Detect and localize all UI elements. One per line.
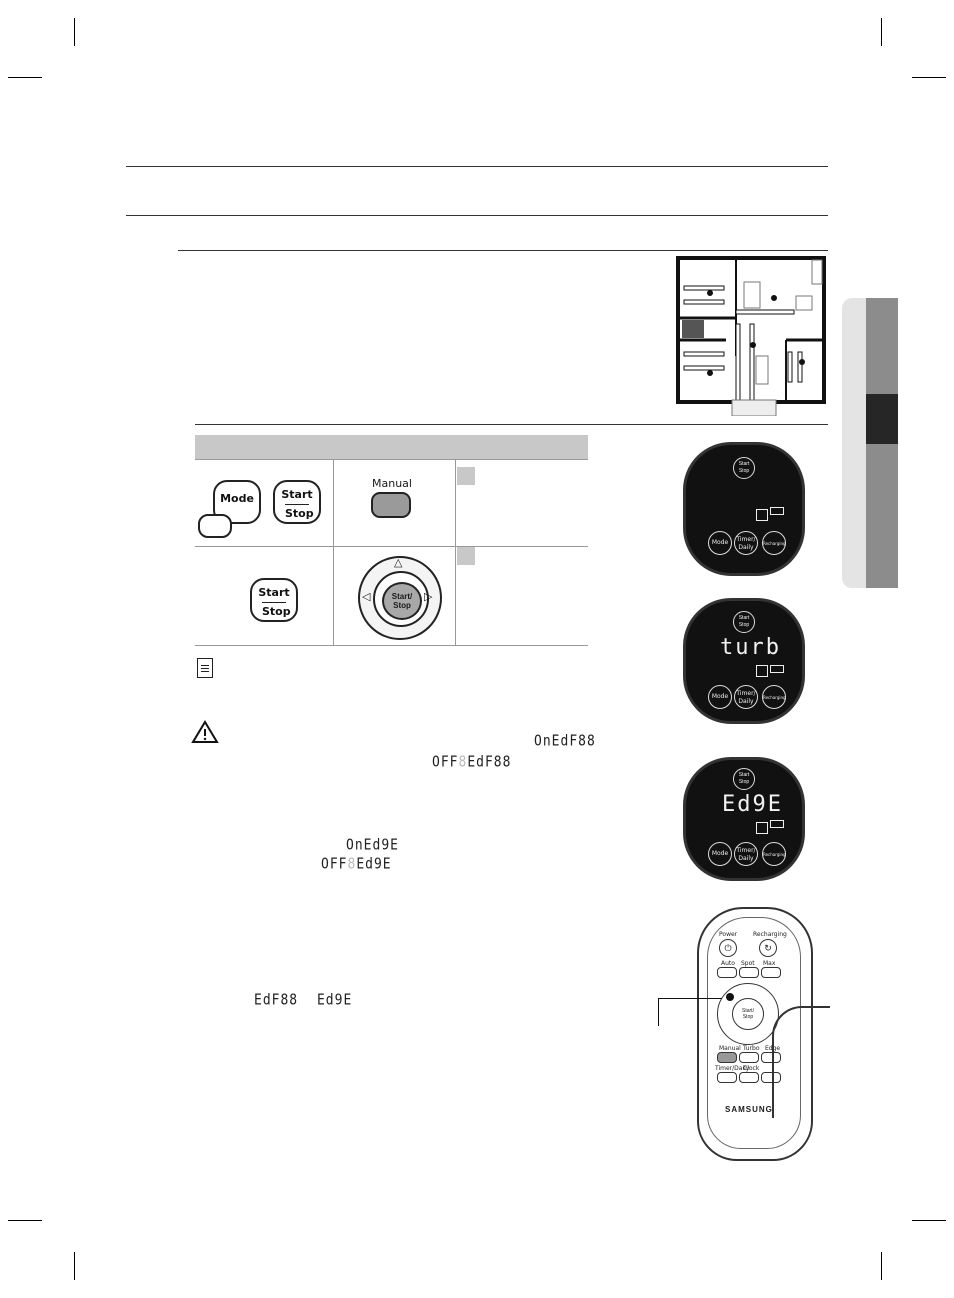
panel-mode-button: Mode bbox=[708, 531, 732, 555]
remote-pointer-dot bbox=[726, 993, 734, 1001]
step-number-box bbox=[457, 467, 475, 485]
center-button-label-bottom: Stop bbox=[393, 601, 411, 610]
remote-timer-label: Timer/Daily bbox=[715, 1065, 750, 1072]
hand-outline-illustration bbox=[772, 1006, 830, 1118]
remote-max-button bbox=[761, 967, 781, 978]
remote-clock-label: Clock bbox=[743, 1065, 760, 1072]
remote-spot-button bbox=[739, 967, 759, 978]
arrow-left-icon: ◁ bbox=[362, 591, 371, 603]
remote-brand-logo: SAMSUNG bbox=[725, 1105, 773, 1114]
remote-edge-button bbox=[761, 1052, 781, 1063]
caution-icon bbox=[191, 720, 219, 749]
section-rule bbox=[178, 250, 828, 251]
step-number-box bbox=[457, 547, 475, 565]
display-code-on-edge-turbo: OnEdF88 bbox=[534, 732, 596, 751]
side-tab bbox=[842, 298, 898, 588]
battery-icon bbox=[770, 507, 784, 515]
crop-mark bbox=[881, 18, 882, 46]
crop-mark bbox=[8, 77, 42, 78]
note-icon bbox=[197, 658, 213, 678]
remote-spot-label: Spot bbox=[741, 960, 755, 967]
panel-recharging-button: Recharging bbox=[762, 685, 786, 709]
callout-line bbox=[658, 998, 659, 1026]
crop-mark bbox=[912, 1220, 946, 1221]
table-header-bar bbox=[195, 435, 588, 459]
display-code-off-edge-turbo: OFF8EdF88 bbox=[432, 753, 512, 772]
recharging-icon: ↻ bbox=[759, 939, 777, 957]
panel-timer-button: Timer/Daily bbox=[734, 685, 758, 709]
arrow-right-icon: ▷ bbox=[424, 591, 433, 603]
remote-manual-label: Manual bbox=[719, 1045, 741, 1052]
panel-recharging-button: Recharging bbox=[762, 531, 786, 555]
mode-indicator-icon bbox=[756, 822, 768, 834]
callout-line bbox=[658, 998, 722, 999]
panel-mode-button: Mode bbox=[708, 685, 732, 709]
remote-auto-button bbox=[717, 967, 737, 978]
remote-turbo-button bbox=[739, 1052, 759, 1063]
display-code-off-edge: OFF8Ed9E bbox=[321, 855, 392, 874]
manual-button-illustration bbox=[371, 492, 411, 518]
panel-mode-button: Mode bbox=[708, 842, 732, 866]
remote-timer-button bbox=[717, 1072, 737, 1083]
manual-button-label: Manual bbox=[372, 477, 412, 490]
crop-mark bbox=[74, 18, 75, 46]
table-divider bbox=[333, 459, 334, 645]
power-icon: ⏻ bbox=[719, 939, 737, 957]
panel-timer-button: Timer/Daily bbox=[734, 842, 758, 866]
crop-mark bbox=[74, 1252, 75, 1280]
remote-auto-label: Auto bbox=[721, 960, 735, 967]
panel-display-turbo: turb bbox=[720, 635, 781, 660]
remote-clock-button bbox=[739, 1072, 759, 1083]
table-divider bbox=[195, 546, 588, 547]
remote-manual-button bbox=[717, 1052, 737, 1063]
crop-mark bbox=[8, 1220, 42, 1221]
table-divider bbox=[195, 459, 588, 460]
remote-turbo-label: Turbo bbox=[743, 1045, 760, 1052]
header-rule-bottom bbox=[126, 215, 828, 216]
floor-plan-illustration bbox=[676, 256, 826, 417]
header-rule-top bbox=[126, 166, 828, 167]
battery-icon bbox=[770, 820, 784, 828]
remote-max-label: Max bbox=[763, 960, 776, 967]
center-button-label-top: Start/ bbox=[391, 592, 413, 601]
display-code-on-edge: OnEd9E bbox=[346, 836, 399, 855]
panel-timer-button: Timer/Daily bbox=[734, 531, 758, 555]
mode-button-label: Mode bbox=[220, 492, 254, 505]
table-divider bbox=[455, 459, 456, 645]
mode-indicator-icon bbox=[756, 509, 768, 521]
remote-power-label: Power bbox=[719, 931, 738, 938]
remote-extra-button bbox=[761, 1072, 781, 1083]
battery-icon bbox=[770, 665, 784, 673]
direction-pad-illustration: Start/ Stop △ ◁ ▷ bbox=[358, 556, 442, 640]
table-divider bbox=[195, 645, 588, 646]
mode-indicator-icon bbox=[756, 665, 768, 677]
crop-mark bbox=[881, 1252, 882, 1280]
finger-hand-icon bbox=[198, 514, 232, 538]
display-code-turbo-edge: EdF88 Ed9E bbox=[254, 991, 353, 1010]
panel-display-edge: Ed9E bbox=[722, 792, 783, 817]
table-section-rule bbox=[195, 424, 828, 425]
remote-direction-pad: Start/Stop bbox=[717, 983, 779, 1045]
arrow-up-icon: △ bbox=[394, 557, 403, 569]
panel-recharging-button: Recharging bbox=[762, 842, 786, 866]
start-stop-button-illustration: Start Stop bbox=[273, 480, 321, 524]
crop-mark bbox=[912, 77, 946, 78]
remote-recharging-label: Recharging bbox=[753, 931, 787, 938]
start-stop-button-illustration: Start Stop bbox=[250, 578, 298, 622]
